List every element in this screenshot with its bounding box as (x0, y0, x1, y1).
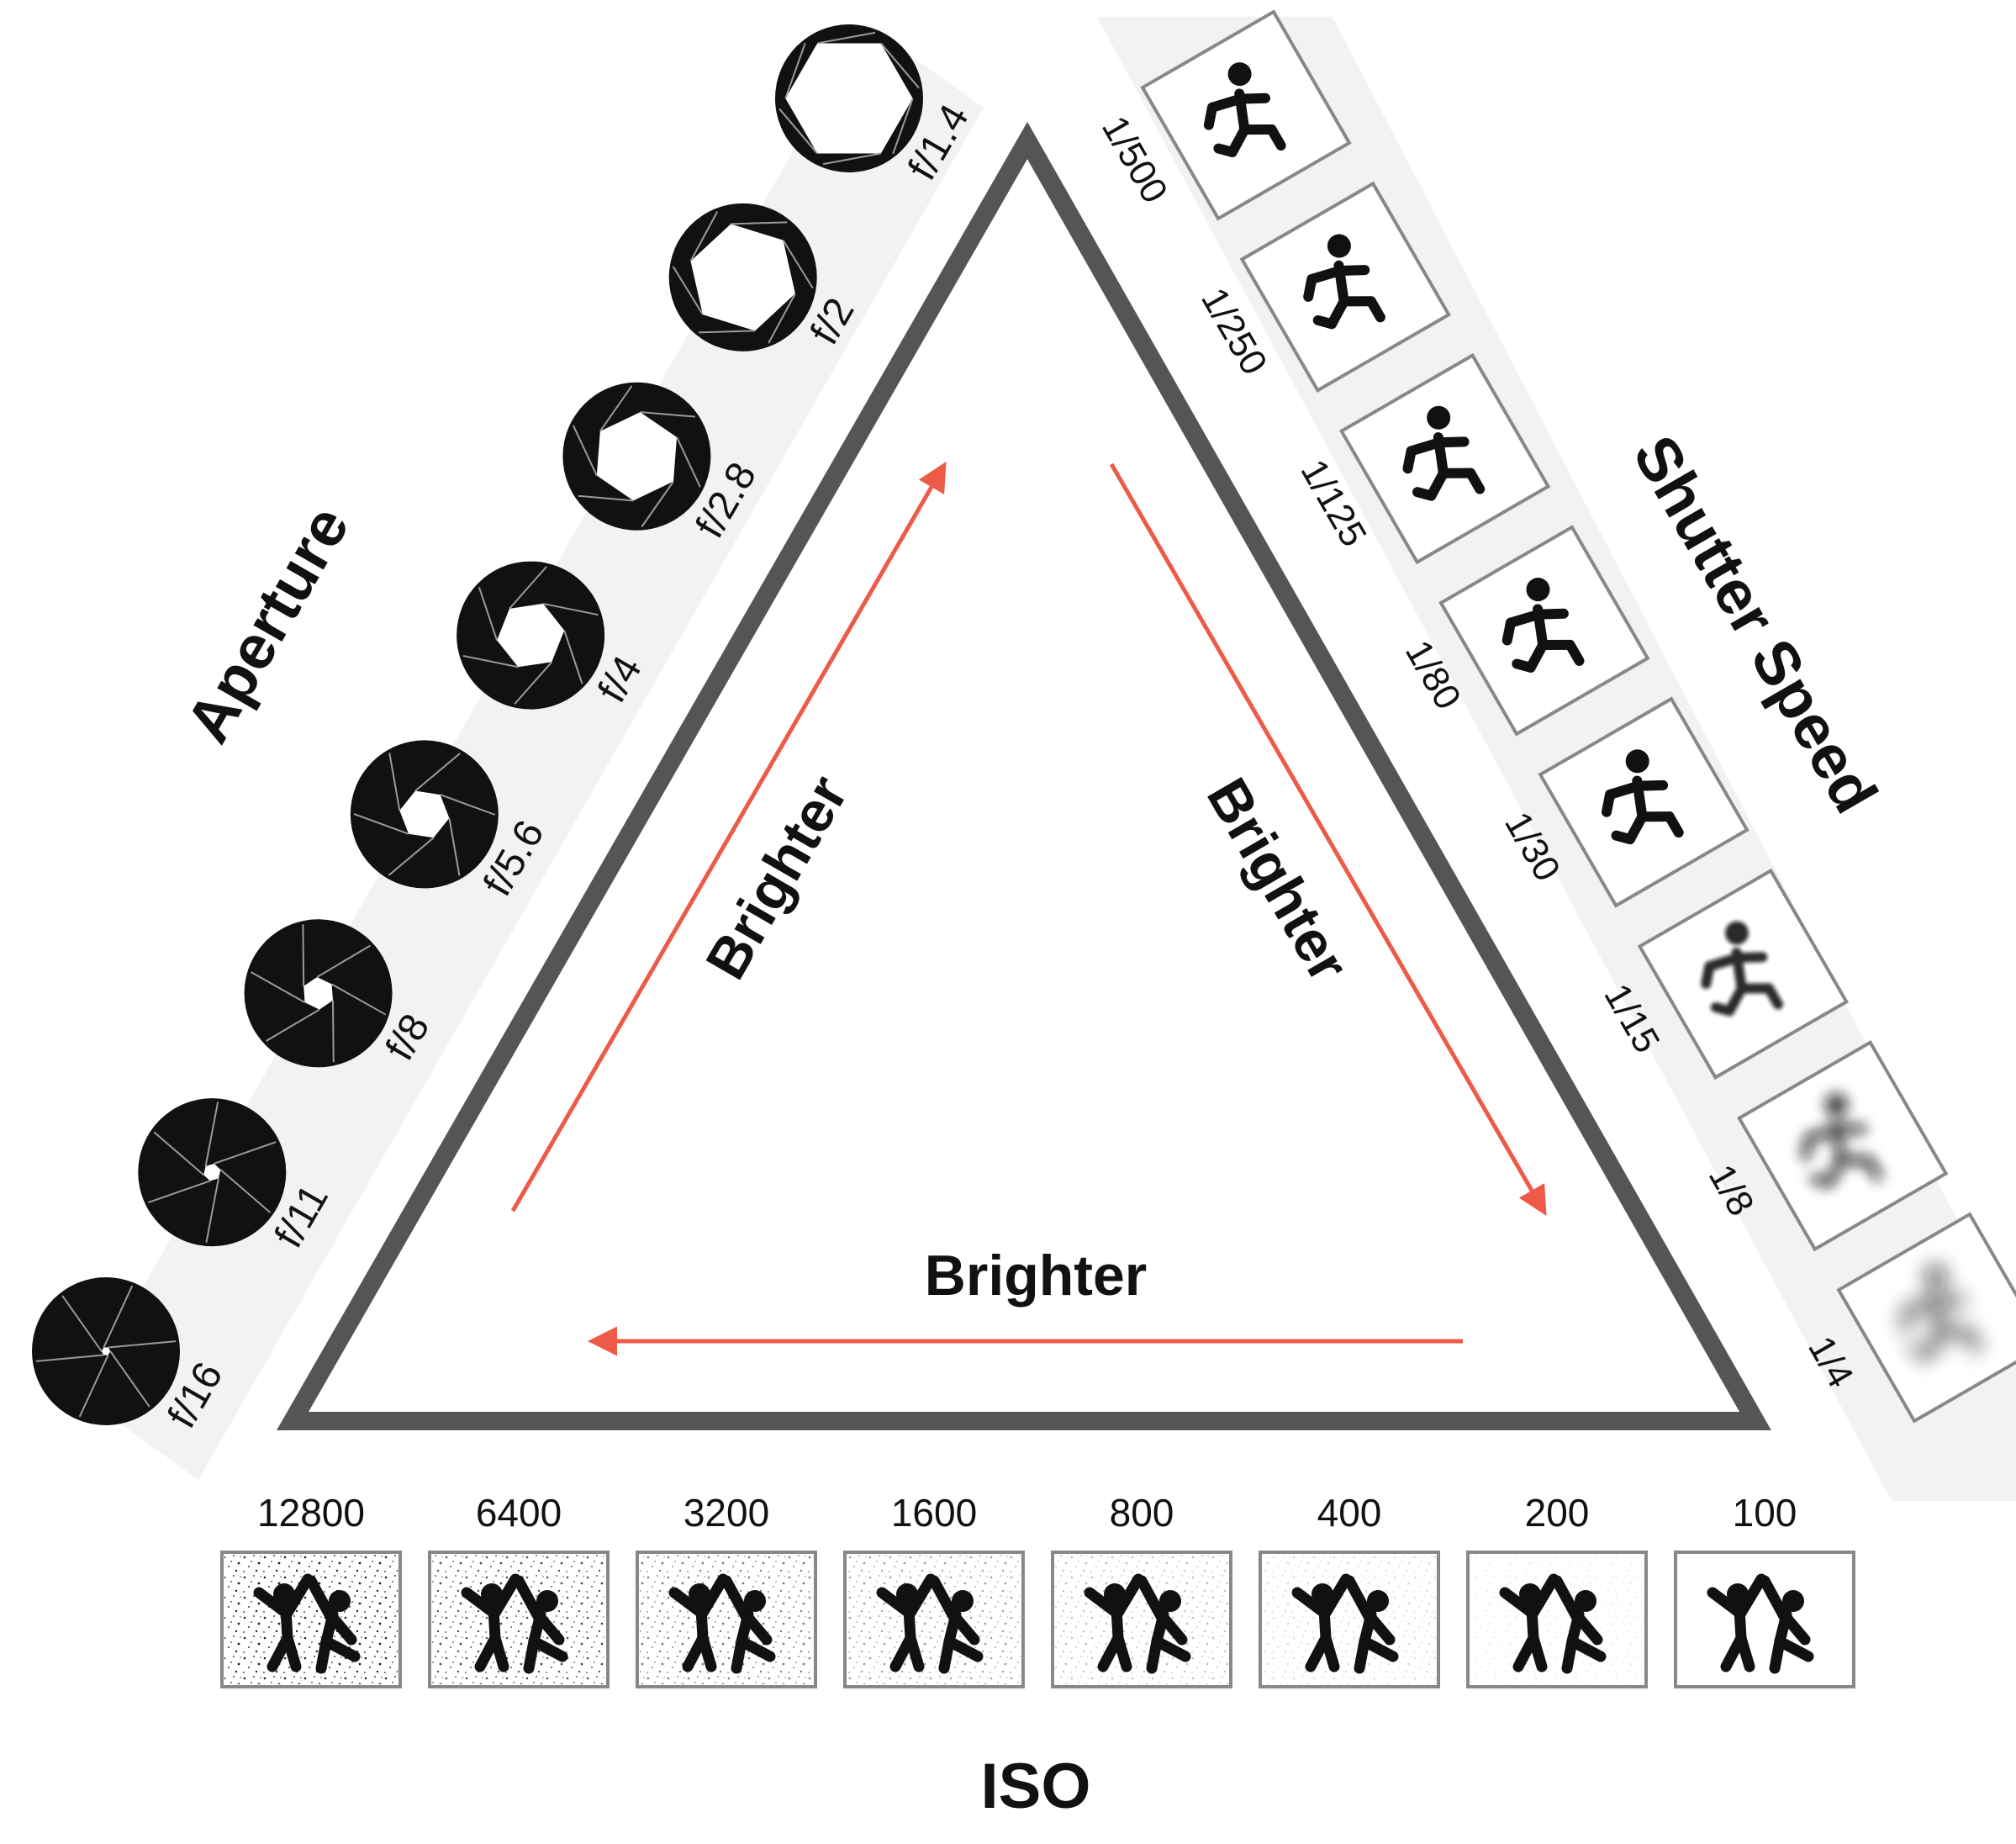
iso-item: 400 (1260, 1491, 1438, 1687)
iso-title: ISO (981, 1751, 1091, 1822)
iso-tile (1260, 1552, 1438, 1687)
iso-value-label: 100 (1733, 1491, 1797, 1535)
brighter-label-left: Brighter (694, 765, 860, 990)
iso-item: 200 (1468, 1491, 1646, 1687)
iso-tile (430, 1552, 608, 1687)
aperture-icon (562, 383, 710, 531)
iso-strip: 12800 6400 3200 1600 800 400 200 100 (222, 1491, 1854, 1687)
aperture-icon (669, 203, 817, 351)
iso-tile (222, 1552, 400, 1687)
aperture-icon (457, 562, 604, 710)
aperture-icon (32, 1277, 180, 1425)
iso-tile (1468, 1552, 1646, 1687)
iso-value-label: 200 (1525, 1491, 1590, 1535)
aperture-icon (351, 740, 499, 888)
iso-value-label: 12800 (257, 1491, 365, 1535)
aperture-icon (775, 24, 923, 172)
iso-value-label: 3200 (683, 1491, 769, 1535)
iso-value-label: 800 (1110, 1491, 1174, 1535)
iso-tile (845, 1552, 1023, 1687)
iso-item: 1600 (845, 1491, 1023, 1687)
iso-value-label: 400 (1317, 1491, 1382, 1535)
iso-item: 12800 (222, 1491, 400, 1687)
iso-item: 6400 (430, 1491, 608, 1687)
aperture-icon (245, 919, 393, 1067)
aperture-title: Aperture (172, 494, 362, 754)
iso-tile (1053, 1552, 1231, 1687)
iso-item: 800 (1053, 1491, 1231, 1687)
aperture-band (81, 24, 984, 1480)
iso-tile (1676, 1552, 1854, 1687)
iso-item: 100 (1676, 1491, 1854, 1687)
brighter-label-bottom: Brighter (925, 1244, 1147, 1308)
iso-item: 3200 (637, 1491, 815, 1687)
aperture-icon (138, 1098, 286, 1246)
iso-value-label: 1600 (891, 1491, 977, 1535)
iso-value-label: 6400 (476, 1491, 562, 1535)
brighter-label-right: Brighter (1195, 768, 1361, 992)
iso-tile (637, 1552, 815, 1687)
